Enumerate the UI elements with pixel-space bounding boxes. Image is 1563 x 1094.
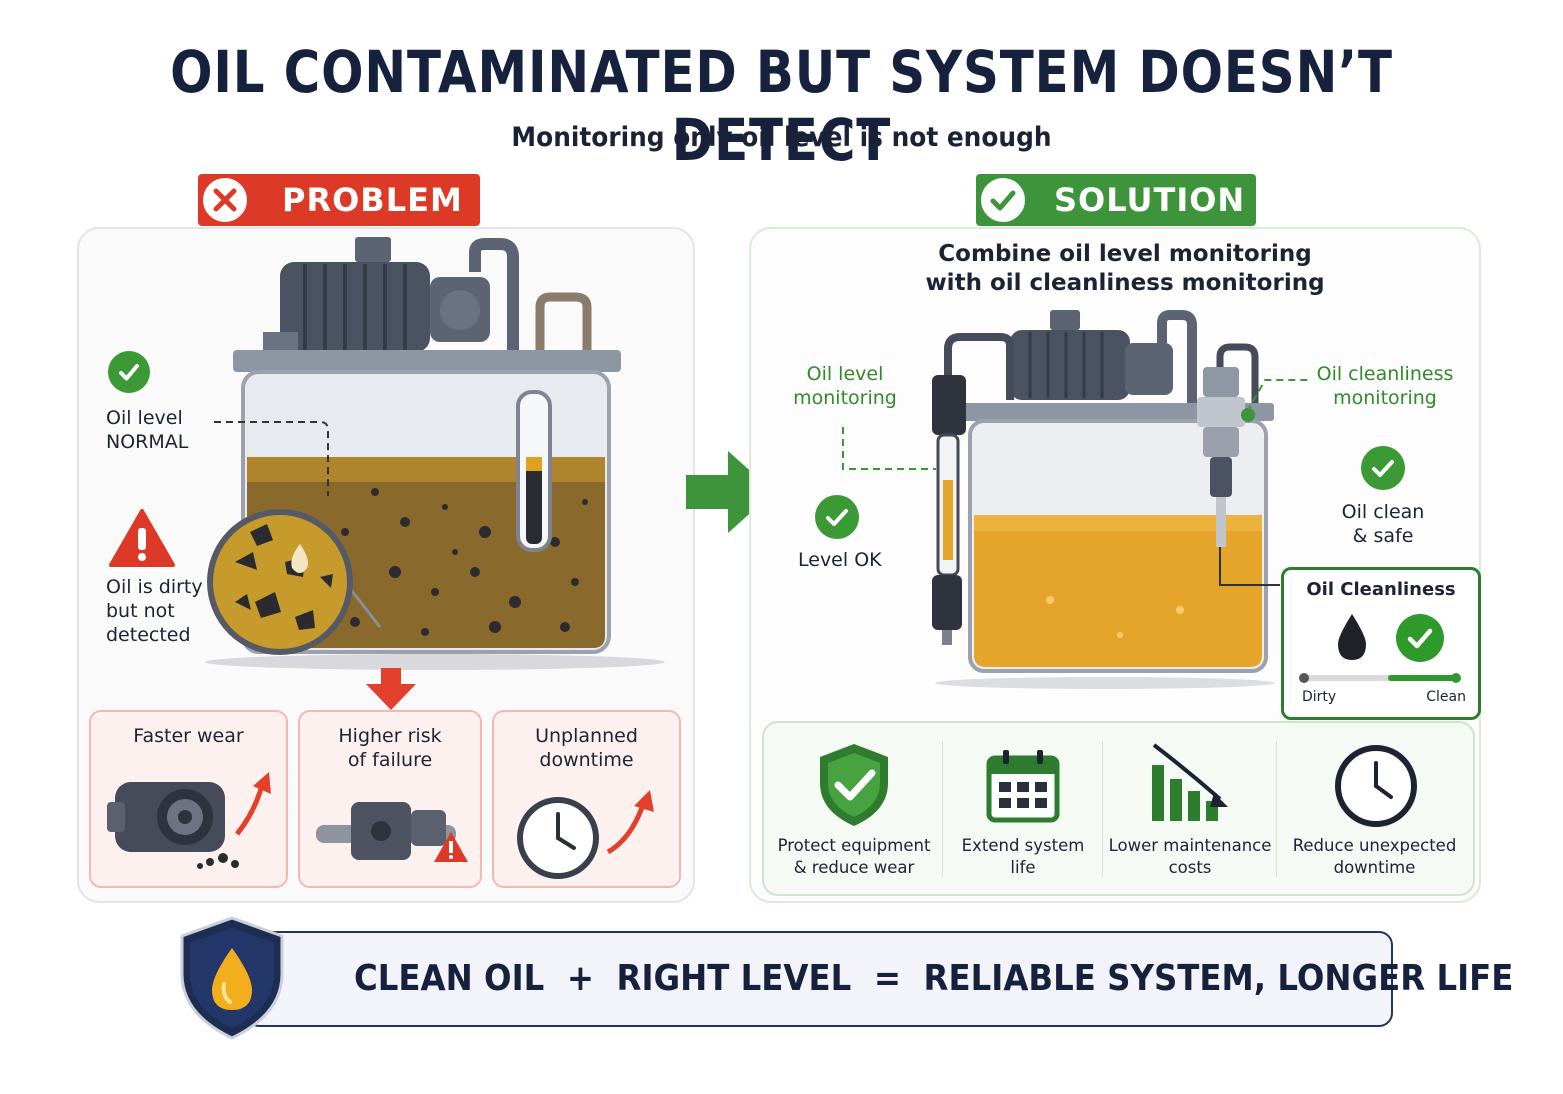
level-monitoring-leader xyxy=(842,427,936,470)
clock-icon xyxy=(1335,745,1417,827)
oil-clean-safe-label: Oil clean & safe xyxy=(1323,500,1443,548)
gauge-clean-label: Clean xyxy=(1426,689,1466,705)
down-arrow-icon xyxy=(366,668,416,710)
benefit-label-line2: downtime xyxy=(1333,858,1416,877)
page-title: OIL CONTAMINATED BUT SYSTEM DOESN’T DETE… xyxy=(170,38,1393,174)
oil-level-label-line2: NORMAL xyxy=(106,431,189,453)
benefit-label-line1: Lower maintenance xyxy=(1108,836,1272,855)
cleanliness-monitoring-line2: monitoring xyxy=(1333,387,1437,409)
effect-card-higher-risk: Higher risk of failure xyxy=(298,710,482,888)
oil-level-monitoring-label: Oil level monitoring xyxy=(780,362,910,410)
benefit-label-line2: & reduce wear xyxy=(793,858,915,877)
gauge-check-icon xyxy=(1396,614,1444,662)
solution-badge-label: SOLUTION xyxy=(1054,181,1246,219)
clean-safe-check-icon xyxy=(1361,446,1405,490)
benefits-divider xyxy=(942,741,943,877)
dirty-label-line3: detected xyxy=(106,624,191,646)
problem-badge-label: PROBLEM xyxy=(282,181,463,219)
effect-title-line2: downtime xyxy=(539,749,634,771)
effect-card-unplanned-downtime: Unplanned downtime xyxy=(492,710,681,888)
benefits-divider xyxy=(1102,741,1103,877)
check-icon xyxy=(978,175,1028,225)
clean-safe-line2: & safe xyxy=(1352,525,1414,547)
benefit-label-line1: Extend system xyxy=(961,836,1085,855)
page-subtitle: Monitoring only oil level is not enough xyxy=(511,122,1052,153)
cleanliness-monitoring-leader xyxy=(1246,379,1311,413)
dirty-not-detected-label: Oil is dirty but not detected xyxy=(106,575,203,647)
gauge-clean-end xyxy=(1451,673,1461,683)
effect-card-faster-wear: Faster wear xyxy=(89,710,288,888)
clean-tank-illustration xyxy=(932,310,1280,689)
oil-level-label-line1: Oil level xyxy=(106,407,183,429)
level-ok-check-icon xyxy=(815,495,859,539)
benefits-box: Protect equipment & reduce wear Extend s… xyxy=(762,721,1475,896)
summary-bar xyxy=(245,931,1393,1027)
oil-cleanliness-gauge-card: Oil Cleanliness Dirty Clean xyxy=(1281,567,1481,720)
clock-icon xyxy=(517,790,654,879)
oil-level-label: Oil level NORMAL xyxy=(106,406,188,454)
oil-drop-shield-icon xyxy=(180,916,284,1040)
summary-equation: CLEAN OIL + RIGHT LEVEL = RELIABLE SYSTE… xyxy=(354,958,1514,999)
solution-headline-line2: with oil cleanliness monitoring xyxy=(925,270,1325,296)
oil-drop-icon xyxy=(1338,614,1366,660)
effect-title-line1: Higher risk xyxy=(338,725,442,747)
clean-safe-line1: Oil clean xyxy=(1341,501,1425,523)
solution-headline: Combine oil level monitoring with oil cl… xyxy=(880,240,1370,298)
gauge-bar xyxy=(1299,673,1461,683)
solution-headline-line1: Combine oil level monitoring xyxy=(938,241,1312,267)
calendar-icon xyxy=(986,750,1060,823)
level-ok-label: Level OK xyxy=(798,549,882,571)
effect-title-line1: Unplanned xyxy=(535,725,638,747)
level-monitoring-line2: monitoring xyxy=(793,387,897,409)
oil-cleanliness-monitoring-label: Oil cleanliness monitoring xyxy=(1314,362,1456,410)
effect-title-line2: of failure xyxy=(347,749,433,771)
gear-wear-icon xyxy=(107,772,271,869)
benefit-label-line2: costs xyxy=(1168,858,1212,877)
solution-badge: SOLUTION xyxy=(976,174,1256,226)
benefits-divider xyxy=(1276,741,1277,877)
gauge-dirty-label: Dirty xyxy=(1302,689,1337,705)
declining-bars-icon xyxy=(1152,743,1228,821)
gauge-bar-fill xyxy=(1387,675,1458,681)
oil-level-ok-icon xyxy=(108,351,150,393)
benefit-label-line1: Protect equipment xyxy=(777,836,931,855)
benefit-label-line2: life xyxy=(1010,858,1036,877)
problem-badge: PROBLEM xyxy=(198,174,480,226)
oil-level-leader-line xyxy=(214,421,329,496)
benefit-label-line1: Reduce unexpected xyxy=(1292,836,1457,855)
x-icon xyxy=(200,175,250,225)
cleanliness-monitoring-line1: Oil cleanliness xyxy=(1316,363,1454,385)
effect-title-line1: Faster wear xyxy=(133,725,244,747)
level-monitoring-line1: Oil level xyxy=(806,363,884,385)
shield-check-icon xyxy=(820,744,888,826)
contaminated-tank-illustration xyxy=(205,237,665,670)
dirty-label-line2: but not xyxy=(106,600,175,622)
warning-icon xyxy=(109,509,175,567)
broken-part-icon xyxy=(316,802,468,862)
dirty-label-line1: Oil is dirty xyxy=(106,576,203,598)
gauge-title: Oil Cleanliness xyxy=(1306,579,1456,600)
gauge-dirty-end xyxy=(1299,673,1309,683)
